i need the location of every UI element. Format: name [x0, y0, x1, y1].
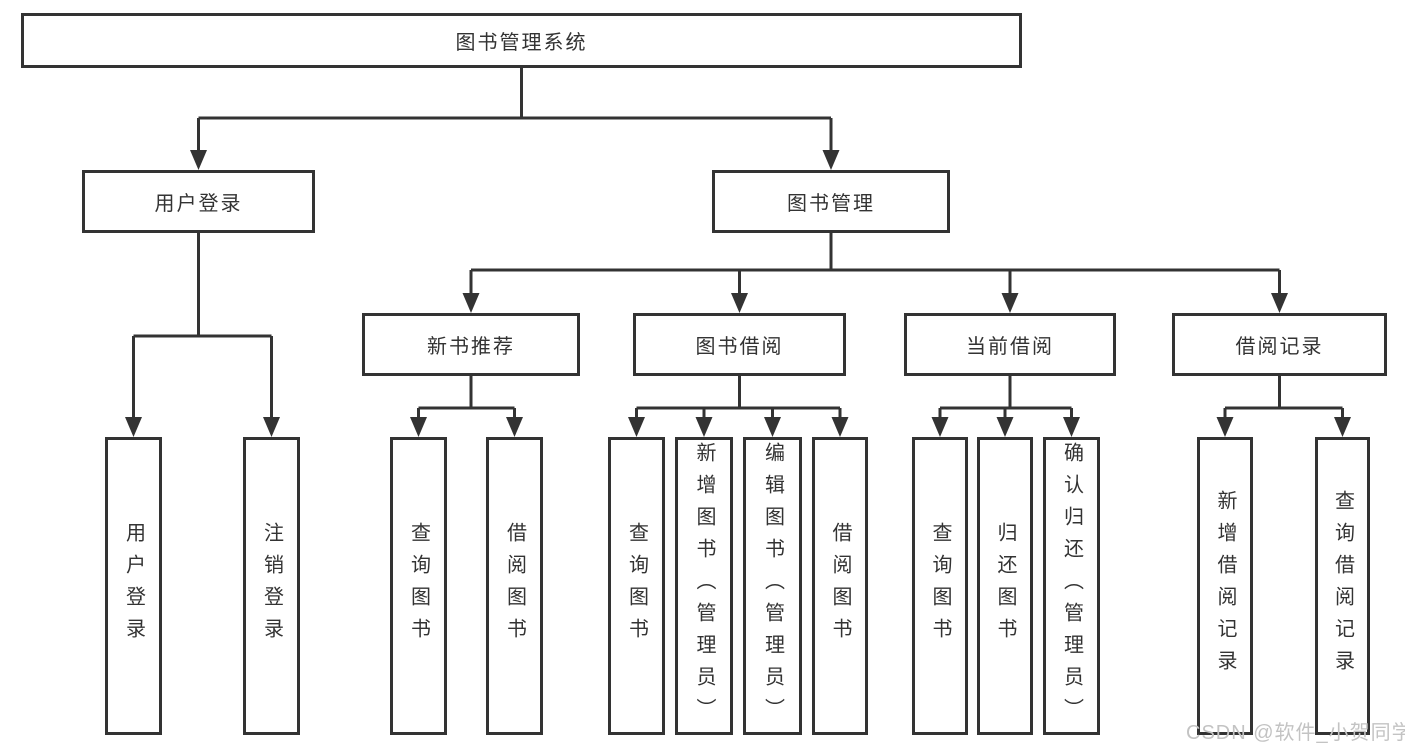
connector-trunks	[133, 66, 1343, 410]
leaf-records-query: 查询借阅记录	[1315, 437, 1370, 735]
arrowhead-icon	[764, 417, 781, 437]
leaf-borrow-query: 查询图书	[608, 437, 665, 735]
arrowhead-icon	[1001, 293, 1019, 313]
arrowhead-icon	[931, 417, 949, 437]
node-new-book-recommend: 新书推荐	[362, 313, 580, 376]
leaf-current-confirm-admin-label: 确认归还（管理员）	[1060, 442, 1083, 730]
node-current-borrow: 当前借阅	[904, 313, 1116, 376]
connector-arrows	[125, 118, 1351, 437]
arrowhead-icon	[1216, 417, 1234, 437]
node-user-login: 用户登录	[82, 170, 315, 233]
leaf-records-add: 新增借阅记录	[1197, 437, 1253, 735]
leaf-logout-label: 注销登录	[260, 522, 283, 650]
leaf-borrow-query-label: 查询图书	[625, 522, 648, 650]
leaf-records-add-label: 新增借阅记录	[1214, 490, 1236, 682]
arrowhead-icon	[628, 417, 645, 437]
leaf-newbook-query: 查询图书	[390, 437, 447, 735]
leaf-borrow-add-admin: 新增图书（管理员）	[675, 437, 733, 735]
arrowhead-icon	[506, 417, 523, 437]
arrowhead-icon	[695, 417, 713, 437]
leaf-logout: 注销登录	[243, 437, 300, 735]
leaf-borrow-add-admin-label: 新增图书（管理员）	[693, 442, 715, 730]
arrowhead-icon	[822, 150, 840, 170]
leaf-newbook-borrow: 借阅图书	[486, 437, 543, 735]
leaf-current-query-label: 查询图书	[929, 522, 951, 650]
leaf-user-login: 用户登录	[105, 437, 162, 735]
csdn-watermark: CSDN @软件_小贺同学	[1186, 722, 1405, 744]
node-root: 图书管理系统	[21, 13, 1022, 68]
arrowhead-icon	[462, 293, 480, 313]
arrowhead-icon	[125, 417, 142, 437]
leaf-current-return: 归还图书	[977, 437, 1033, 735]
leaf-newbook-borrow-label: 借阅图书	[503, 522, 526, 650]
leaf-borrow-edit-admin: 编辑图书（管理员）	[743, 437, 802, 735]
leaf-borrow-borrow: 借阅图书	[812, 437, 868, 735]
node-borrow-records: 借阅记录	[1172, 313, 1387, 376]
arrowhead-icon	[1063, 417, 1080, 437]
arrowhead-icon	[410, 417, 427, 437]
leaf-current-confirm-admin: 确认归还（管理员）	[1043, 437, 1100, 735]
leaf-records-query-label: 查询借阅记录	[1331, 490, 1354, 682]
arrowhead-icon	[996, 417, 1014, 437]
leaf-current-query: 查询图书	[912, 437, 968, 735]
arrowhead-icon	[190, 150, 207, 170]
node-book-borrow: 图书借阅	[633, 313, 846, 376]
node-book-management: 图书管理	[712, 170, 950, 233]
leaf-newbook-query-label: 查询图书	[407, 522, 430, 650]
leaf-user-login-label: 用户登录	[122, 522, 145, 650]
arrowhead-icon	[1334, 417, 1351, 437]
arrowhead-icon	[831, 417, 849, 437]
leaf-borrow-edit-admin-label: 编辑图书（管理员）	[761, 442, 784, 730]
leaf-borrow-borrow-label: 借阅图书	[829, 522, 851, 650]
arrowhead-icon	[731, 293, 748, 313]
arrowhead-icon	[1271, 293, 1288, 313]
leaf-current-return-label: 归还图书	[994, 522, 1016, 650]
arrowhead-icon	[263, 417, 280, 437]
